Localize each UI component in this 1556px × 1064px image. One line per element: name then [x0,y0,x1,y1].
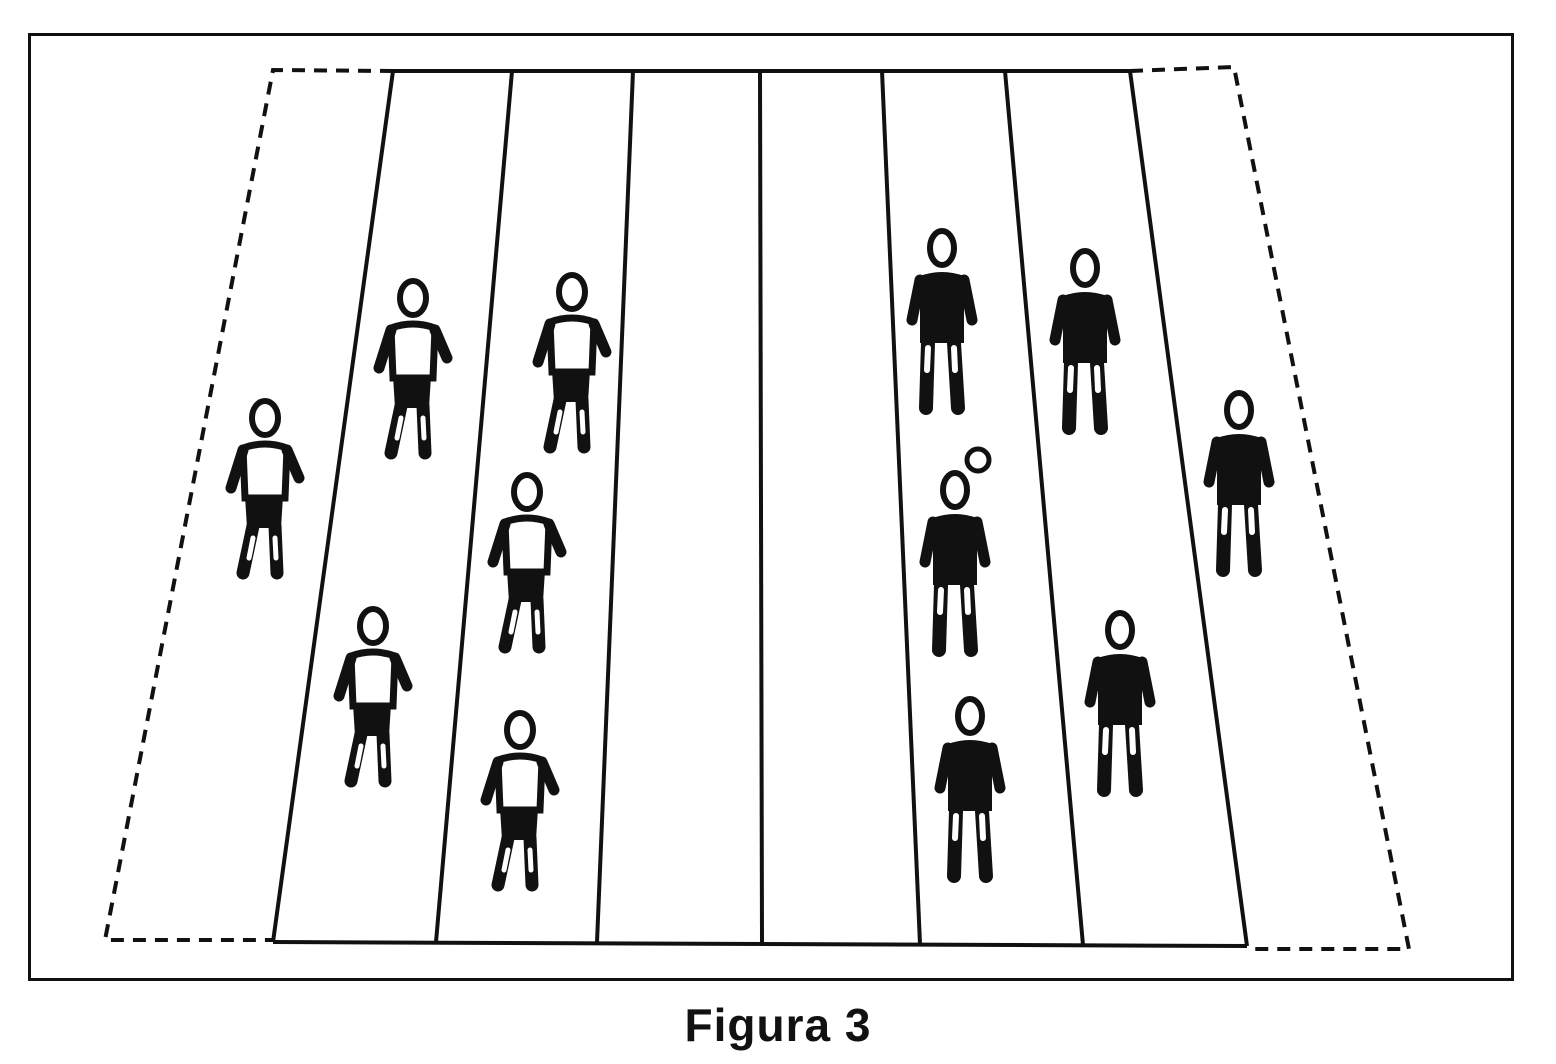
court-right-boundary [1128,70,1249,947]
outer-zone-dashed-line [1129,64,1412,951]
player-figure [339,609,407,781]
player-figure [379,281,447,453]
player-figure [925,473,985,650]
player-figure [1090,613,1150,790]
player-figure [912,231,972,408]
player-figure [231,401,299,573]
ball [964,446,992,474]
player-figure [493,475,561,647]
player-figure [1209,393,1269,570]
player-figure [486,713,554,885]
player-figure [940,699,1000,876]
court-left-boundary [271,70,395,943]
lane-line [434,70,514,943]
players-dark-team [912,231,1269,876]
player-figure [538,275,606,447]
center-line [758,70,764,945]
lane-line [1003,70,1085,946]
players-light-team [231,275,606,885]
figure-frame [28,33,1514,981]
court-lines [102,64,1412,951]
lane-line [880,70,922,945]
figure-caption: Figura 3 [684,999,872,1051]
outer-zone-dashed-line [102,67,394,942]
player-figure [1055,251,1115,428]
lane-line [595,70,635,943]
